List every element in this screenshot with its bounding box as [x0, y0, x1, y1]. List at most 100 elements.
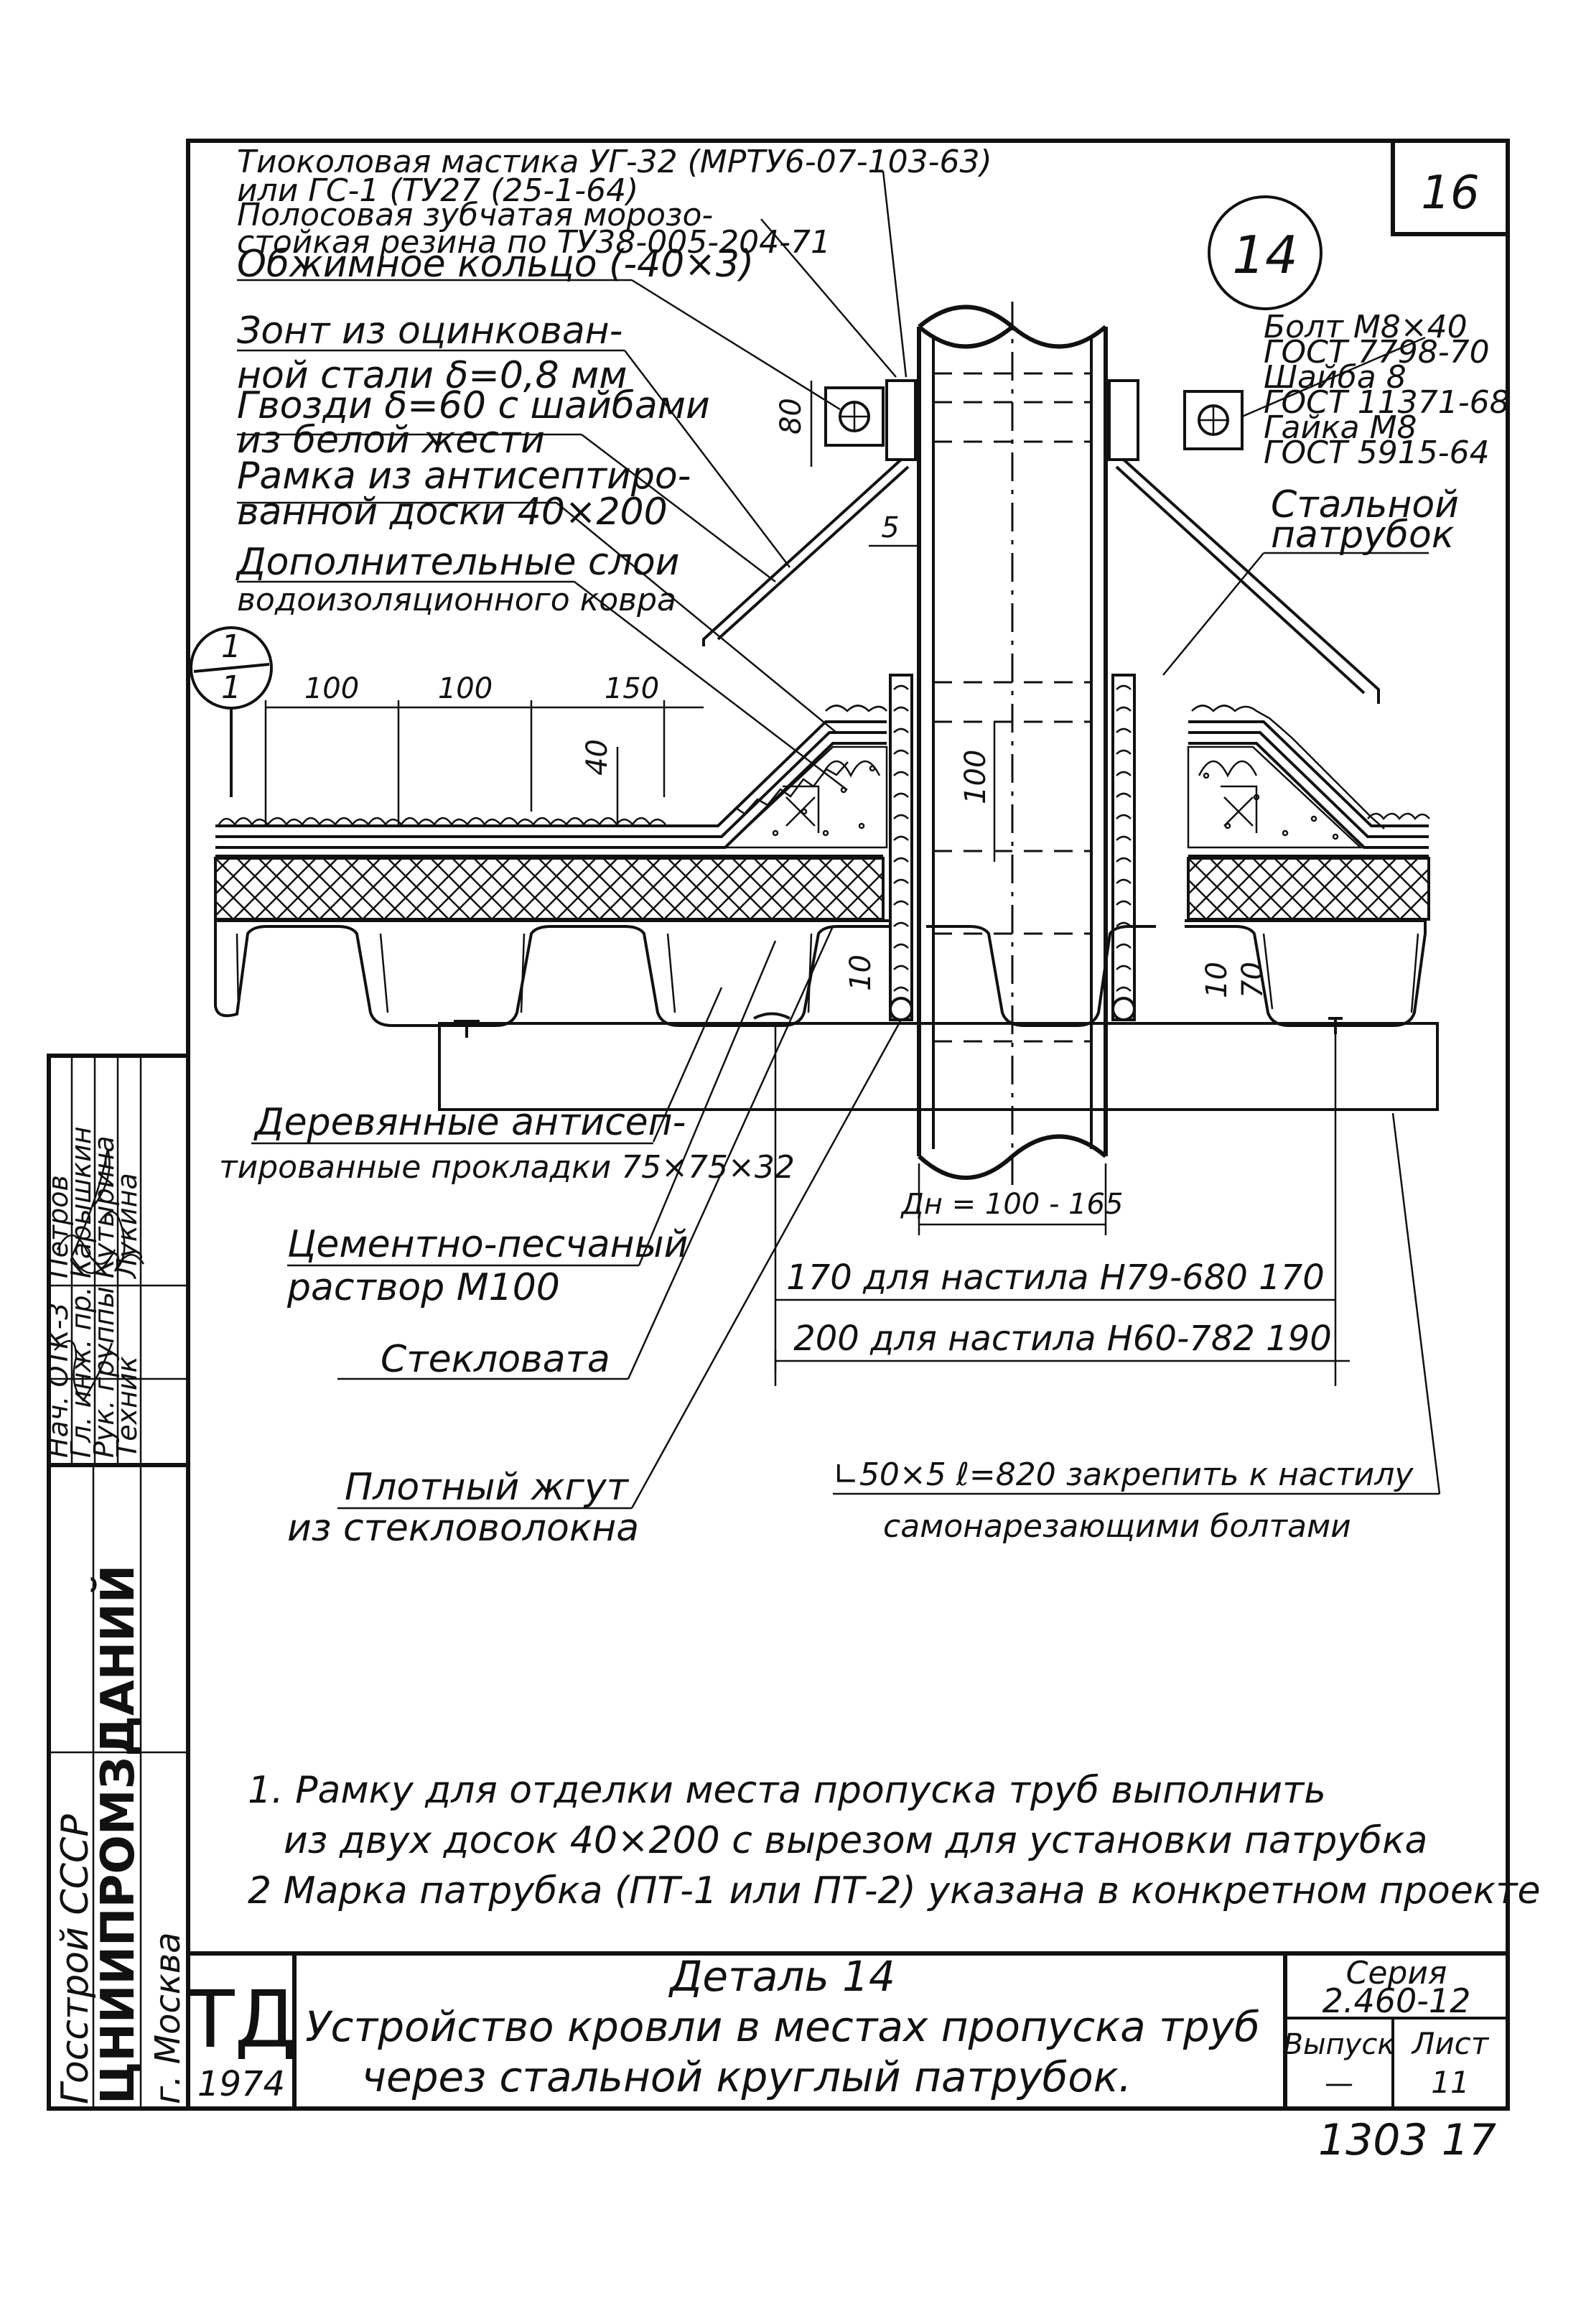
- label-umbrella-1: Зонт из оцинкован-: [237, 310, 622, 353]
- series-label: Серия: [1346, 1955, 1447, 1991]
- stamp-org-2: ЦНИИПРОМЗДАНИЙ: [90, 1565, 145, 2104]
- label-frame-2: ванной доски 40×200: [237, 491, 668, 534]
- label-nails-1: Гвозди δ=60 с шайбами: [237, 384, 710, 427]
- title-block: ТД 1974 Деталь 14 Устройство кровли в ме…: [185, 1951, 1508, 2165]
- roof-membrane-right: [1188, 720, 1429, 857]
- title-line-2: через стальной круглый патрубок.: [362, 2053, 1132, 2101]
- dim-100-a: 100: [304, 672, 359, 705]
- label-cord-1: Плотный жгут: [345, 1466, 630, 1509]
- label-cord-2: из стекловолокна: [287, 1507, 639, 1550]
- label-layers-2: водоизоляционного ковра: [237, 582, 676, 618]
- dim-170: 170 для настила Н79-680 170: [786, 1258, 1325, 1298]
- stamp-name-2: Карышкин: [65, 1126, 97, 1278]
- dim-200: 200 для настила Н60-782 190: [793, 1319, 1332, 1359]
- signature-scribble-3: [54, 1339, 113, 1402]
- dim-40: 40: [581, 739, 614, 776]
- umbrella-left: [702, 458, 910, 646]
- label-angle-1: ∟50×5 ℓ=820 закрепить к настилу: [833, 1456, 1414, 1493]
- clamp-right: [1183, 390, 1244, 450]
- insulation-right: [1187, 857, 1430, 921]
- dim-dn: Дн = 100 - 165: [900, 1188, 1124, 1221]
- label-bolt-4: ГОСТ 11371-68: [1264, 384, 1510, 421]
- section-mark-bottom: 1: [221, 669, 241, 706]
- label-mortar-2: раствор М100: [286, 1266, 560, 1309]
- dim-150: 150: [605, 672, 659, 705]
- label-bolt-5: Гайка М8: [1264, 409, 1417, 446]
- fastener-mid: [753, 1012, 790, 1020]
- detail-circle-number: 14: [1232, 225, 1298, 285]
- fastener-left: [454, 1020, 480, 1038]
- signature-scribble-2: [99, 1211, 145, 1272]
- dim-10-left: 10: [844, 954, 877, 991]
- note-1: 1. Рамку для отделки места пропуска труб…: [248, 1769, 1326, 1812]
- label-umbrella-2: ной стали δ=0,8 мм: [237, 354, 628, 397]
- note-2: из двух досок 40×200 с вырезом для устан…: [284, 1819, 1427, 1862]
- sheet-number: 16: [1421, 167, 1479, 220]
- series-value: 2.460-12: [1323, 1981, 1471, 2020]
- dim-5: 5: [881, 511, 899, 544]
- clamp-left: [824, 386, 885, 447]
- title-td: ТД: [185, 1974, 296, 2065]
- label-mortar-1: Цементно-песчаный: [287, 1223, 688, 1266]
- label-mastic-2: или ГС-1 (ТУ27 (25-1-64): [237, 172, 638, 209]
- dim-70: 70: [1236, 962, 1269, 998]
- title-year: 1974: [197, 2064, 285, 2104]
- footer-code: 1303 17: [1318, 2115, 1496, 2165]
- label-nails-2: из белой жести: [237, 419, 545, 462]
- dim-100-b: 100: [438, 672, 493, 705]
- sheet-number-box: [1391, 139, 1510, 236]
- note-3: 2 Марка патрубка (ПТ-1 или ПТ-2) указана…: [248, 1869, 1541, 1912]
- label-sleeve-1: Стальной: [1271, 483, 1459, 526]
- dim-80: 80: [775, 398, 808, 434]
- sheet-value: 11: [1431, 2065, 1469, 2100]
- stamp-role-4: Техник: [111, 1356, 143, 1458]
- label-wood-2: тированные прокладки 75×75×32: [219, 1149, 795, 1186]
- label-layers-1: Дополнительные слои: [235, 541, 679, 584]
- label-wood-1: Деревянные антисеп-: [253, 1101, 686, 1144]
- dim-10-right: 10: [1200, 962, 1233, 998]
- label-rubber-2: стойкая резина по ТУ38-005-204-71: [237, 224, 831, 261]
- label-rubber-1: Полосовая зубчатая морозо-: [237, 197, 713, 233]
- label-sleeve-2: патрубок: [1271, 513, 1455, 557]
- dim-100-v: 100: [959, 750, 992, 804]
- stamp-name-4: Лукина: [111, 1173, 143, 1280]
- label-frame-1: Рамка из антисептиро-: [237, 455, 691, 498]
- title-detail: Деталь 14: [668, 1952, 895, 2001]
- label-bolt-2: ГОСТ 7798-70: [1264, 334, 1490, 371]
- steel-deck-right: [1185, 919, 1427, 1027]
- drawing: 14 1 1 100 100 150 40 80 5 100 10 10 70: [190, 170, 1441, 1510]
- gravel-right: [1191, 705, 1430, 829]
- label-angle-2: самонарезающими болтами: [883, 1508, 1351, 1545]
- cord-left: [889, 997, 913, 1021]
- gravel-left: [218, 705, 887, 827]
- wood-frame-left: [783, 760, 881, 833]
- stamp-role-3: Рук. группы: [88, 1286, 120, 1458]
- wooden-pad: [438, 1022, 1439, 1111]
- section-mark-top: 1: [221, 628, 241, 665]
- detail-circle: [1208, 195, 1323, 310]
- mortar-wedge-right: [1187, 745, 1363, 849]
- title-line-1: Устройство кровли в местах пропуска труб: [305, 2002, 1260, 2051]
- stamp-name-3: Кутырина: [88, 1135, 120, 1278]
- sleeve-right: [1111, 674, 1136, 1021]
- signature-scribble-1: [56, 1148, 116, 1274]
- stamp-org-3: г. Москва: [148, 1932, 188, 2104]
- stamp-role-2: Гл. инж. пр.: [65, 1286, 97, 1458]
- label-mastic-1: Тиоколовая мастика УГ-32 (МРТУ6-07-103-6…: [237, 144, 992, 180]
- label-ring: Обжимное кольцо (-40×3): [237, 243, 754, 286]
- wood-frame-right: [1198, 760, 1258, 833]
- stamp-org-1: Госстрой СССР: [54, 1814, 97, 2104]
- sheet-label: Лист: [1411, 2026, 1490, 2061]
- left-stamp: Нач. ОТК-3 Гл. инж. пр. Рук. группы Техн…: [42, 1054, 190, 2111]
- label-glasswool: Стекловата: [381, 1338, 610, 1381]
- issue-label: Выпуск: [1284, 2028, 1395, 2061]
- sleeve-left: [889, 674, 913, 1021]
- mortar-wedge-left: [722, 745, 888, 849]
- label-bolt-1: Болт М8×40: [1264, 309, 1468, 345]
- steel-deck-left: [214, 921, 890, 1027]
- label-bolt-3: Шайба 8: [1264, 359, 1407, 396]
- insulation-left: [214, 857, 885, 921]
- stamp-name-1: Петров: [42, 1175, 74, 1278]
- roof-membrane-left: [215, 720, 887, 857]
